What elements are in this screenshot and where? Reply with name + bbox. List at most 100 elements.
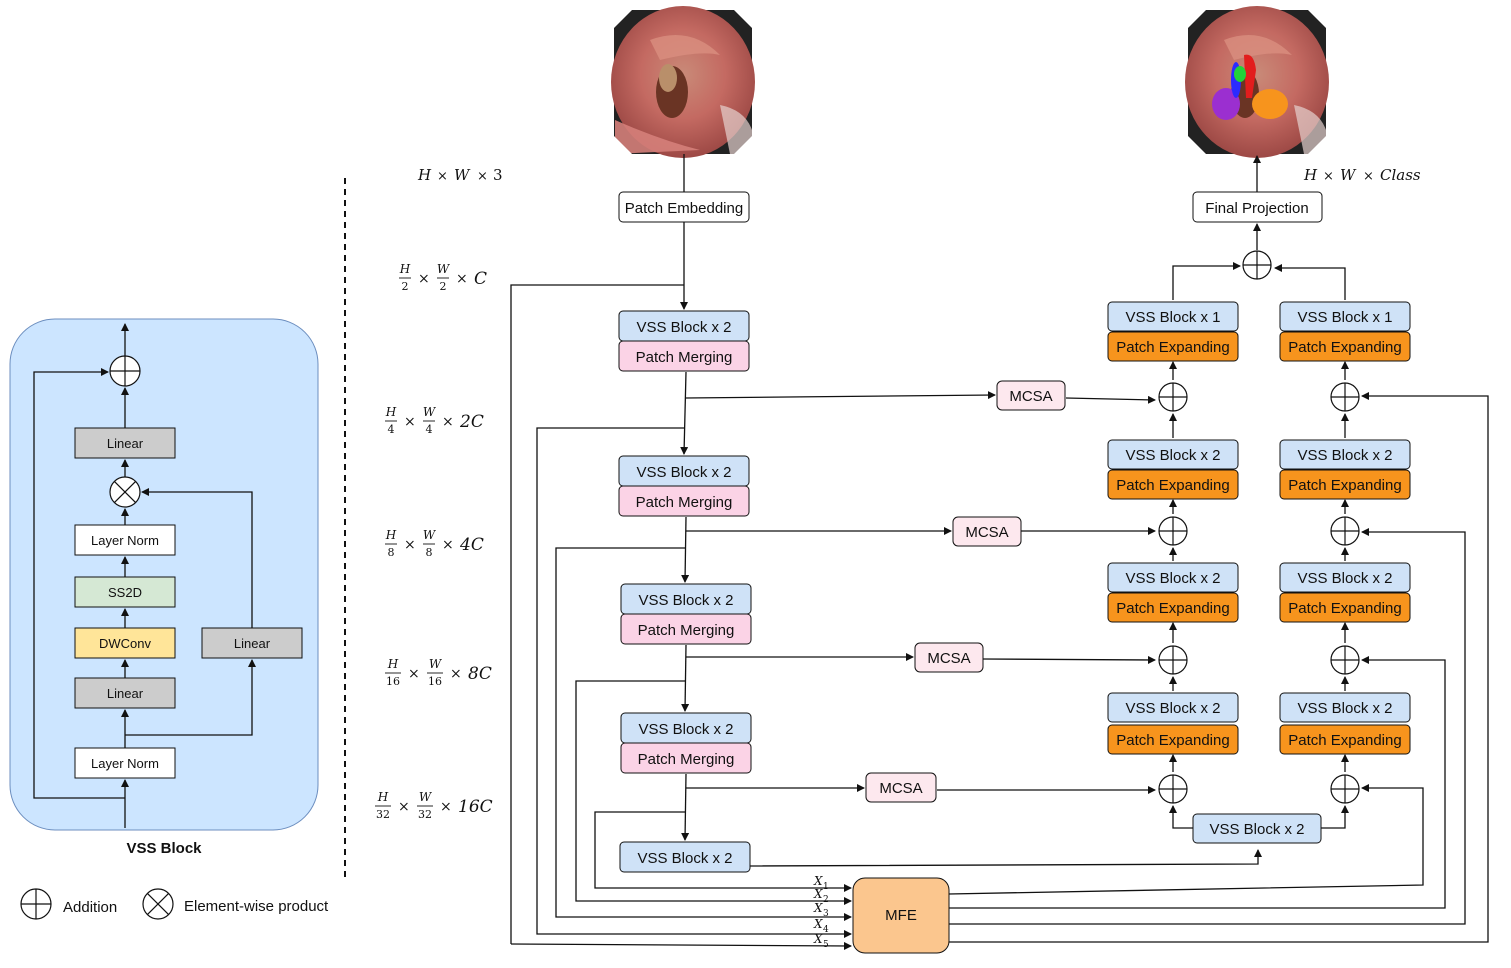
patch-expanding-label: Patch Expanding (1288, 339, 1401, 356)
dim-output-times-2: × (1363, 169, 1374, 184)
dim-numerator: W (429, 657, 443, 671)
dim-denominator: 16 (386, 675, 400, 688)
decoder-vss-label: VSS Block x 2 (1125, 570, 1220, 587)
x-subscript: 3 (823, 909, 829, 919)
dim-numerator: W (423, 528, 437, 542)
dim-output-times-1: × (1323, 169, 1334, 184)
encoder-vss-label: VSS Block x 2 (636, 319, 731, 336)
linear-side-label: Linear (234, 636, 271, 651)
centre-vss: VSS Block x 2 (1192, 813, 1322, 844)
x-label: X (813, 887, 823, 901)
dim-input-c: 3 (493, 166, 503, 184)
dim-numerator: W (437, 262, 451, 276)
x-subscript: 4 (823, 925, 829, 935)
dim-times: × (440, 799, 452, 815)
dim-times: × (456, 271, 468, 287)
addition-legend-label: Addition (63, 899, 117, 916)
x-subscript: 2 (823, 895, 829, 905)
layer-norm-upper-label: Layer Norm (91, 533, 159, 548)
product-circle-icon (109, 476, 141, 508)
dim-stage2: H4×W4×2C (385, 405, 484, 436)
dim-stage3: H8×W8×4C (385, 528, 484, 559)
dim-input-times-2: × (477, 169, 488, 184)
dim-denominator: 32 (376, 808, 390, 821)
encoder-stage-2: VSS Block x 2 Patch Merging (618, 455, 750, 517)
mfe-label: MFE (885, 907, 917, 924)
dim-times: × (404, 537, 416, 553)
dim-denominator: 32 (418, 808, 432, 821)
patch-expanding-label: Patch Expanding (1288, 732, 1401, 749)
addition-nodes (1158, 250, 1360, 804)
encoder-stage-4: VSS Block x 2 Patch Merging (620, 712, 752, 774)
addition-node-icon (1330, 645, 1360, 675)
addition-node-icon (1158, 774, 1188, 804)
dim-numerator: W (419, 790, 433, 804)
segment-purple (1212, 88, 1240, 120)
addition-node-icon (1158, 516, 1188, 546)
centre-vss-label: VSS Block x 2 (1209, 821, 1304, 838)
addition-node-icon (1158, 382, 1188, 412)
addition-node-icon (1330, 382, 1360, 412)
dim-denominator: 2 (402, 280, 409, 293)
input-image (611, 6, 755, 158)
encoder-vss-label: VSS Block x 2 (638, 721, 733, 738)
patch-expanding-label: Patch Expanding (1116, 600, 1229, 617)
final-projection: Final Projection (1192, 191, 1323, 223)
dim-input-times-1: × (437, 169, 448, 184)
vss-block-panel: Layer Norm Linear DWConv SS2D Layer Norm… (9, 318, 319, 857)
addition-node-icon (1242, 250, 1272, 280)
x-label: X (813, 874, 823, 888)
dim-stage1: H2×W2×C (399, 262, 487, 293)
ss2d-label: SS2D (108, 585, 142, 600)
layer-norm-lower-box (74, 747, 176, 779)
dim-numerator: H (387, 657, 399, 671)
dim-output-c: Class (1380, 166, 1421, 184)
dim-output: H × W × Class (1303, 166, 1421, 184)
patch-embedding-box (618, 191, 750, 223)
mcsa-label: MCSA (965, 524, 1008, 541)
encoder-vss-label: VSS Block x 2 (636, 464, 731, 481)
patch-expanding-label: Patch Expanding (1288, 477, 1401, 494)
addition-circle-icon (109, 355, 141, 387)
mcsa-box-4 (865, 772, 937, 803)
patch-merging-label: Patch Merging (638, 751, 735, 768)
vss-block-title: VSS Block (126, 840, 202, 857)
dim-times: × (442, 414, 454, 430)
dim-numerator: H (377, 790, 389, 804)
bottleneck-vss-label: VSS Block x 2 (637, 850, 732, 867)
decoder-vss-label: VSS Block x 1 (1297, 309, 1392, 326)
patch-merging-label: Patch Merging (636, 494, 733, 511)
mcsa-box-3 (914, 642, 984, 673)
encoder: Patch Embedding VSS Block x 2 Patch Merg… (618, 191, 752, 873)
decoder-vss-label: VSS Block x 2 (1297, 570, 1392, 587)
segment-green (1234, 66, 1246, 82)
mcsa-label: MCSA (1009, 388, 1052, 405)
dim-channels: C (474, 269, 487, 289)
dim-input-h: H (417, 166, 432, 184)
x-label: X (813, 901, 823, 915)
dim-input: H × W × 3 (417, 166, 503, 184)
linear-side-box (201, 627, 303, 659)
dim-stage5: H32×W32×16C (375, 790, 493, 821)
layer-norm-lower-label: Layer Norm (91, 756, 159, 771)
dim-channels: 2C (459, 412, 484, 432)
addition-node-icon (1158, 645, 1188, 675)
dim-channels: 4C (459, 535, 484, 555)
dim-channels: 8C (468, 664, 492, 684)
addition-node-icon (1330, 516, 1360, 546)
x-label: X (813, 917, 823, 931)
decoder-vss-label: VSS Block x 2 (1125, 447, 1220, 464)
dim-input-w: W (454, 166, 471, 184)
linear-mid-label: Linear (107, 686, 144, 701)
dim-denominator: 16 (428, 675, 442, 688)
